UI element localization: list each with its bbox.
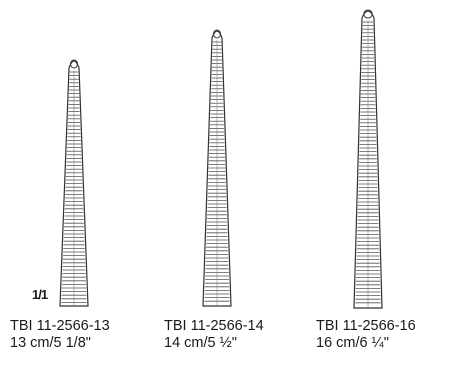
instrument-tip <box>213 29 221 39</box>
size-label: 16 cm/6 ¼" <box>316 335 389 351</box>
scale-label: 1/1 <box>32 287 48 302</box>
size-label: 13 cm/5 1/8" <box>10 335 91 351</box>
instrument-caption-1: TBI 11-2566-13 13 cm/5 1/8" <box>10 318 110 352</box>
instrument-tip <box>70 59 78 69</box>
model-number: TBI 11-2566-16 <box>316 318 416 334</box>
instrument-drawing-13cm <box>59 59 89 307</box>
instrument-tip <box>363 9 373 19</box>
instrument-drawing-16cm <box>353 9 383 309</box>
instrument-caption-3: TBI 11-2566-16 16 cm/6 ¼" <box>316 318 416 352</box>
instrument-caption-2: TBI 11-2566-14 14 cm/5 ½" <box>164 318 264 352</box>
model-number: TBI 11-2566-13 <box>10 318 110 334</box>
model-number: TBI 11-2566-14 <box>164 318 264 334</box>
instrument-drawing-14cm <box>202 29 232 307</box>
size-label: 14 cm/5 ½" <box>164 335 237 351</box>
